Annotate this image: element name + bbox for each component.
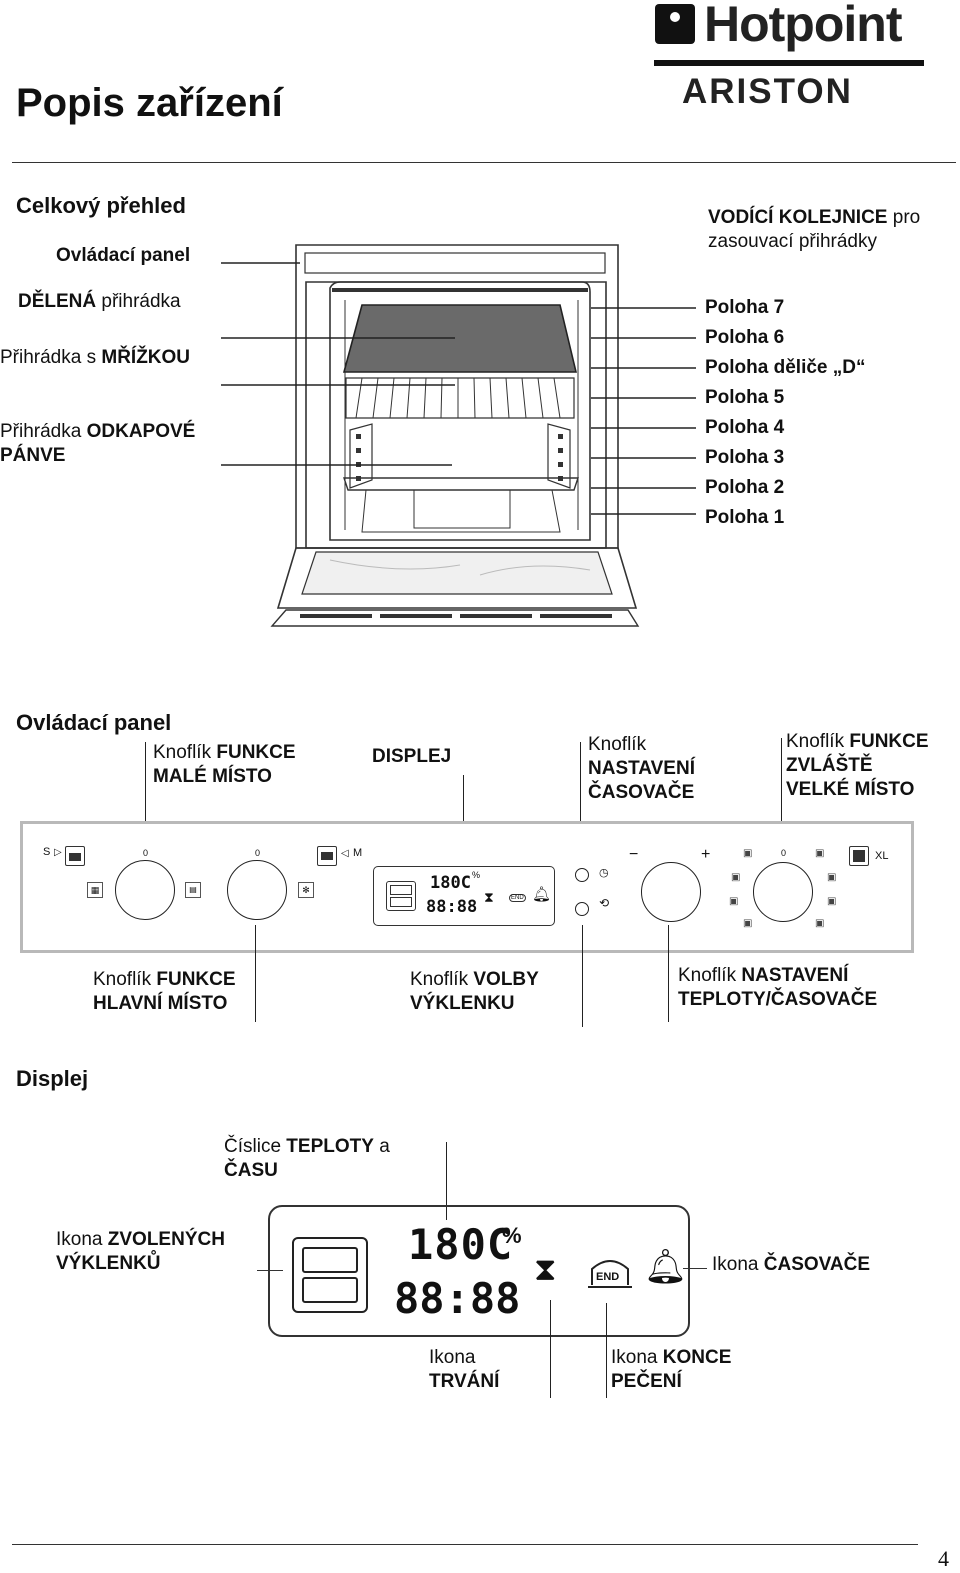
knob-main-cavity[interactable] [227,860,287,920]
lcd-temp: 180C [430,873,471,893]
hourglass-icon: ⧗ [534,1251,557,1287]
overview-heading: Celkový přehled [16,193,186,218]
oven-main-icon [317,846,337,866]
cavity-selected-icon [386,881,416,911]
display-heading: Displej [16,1066,89,1091]
clock-icon: ◷ [599,867,609,879]
label-control-panel: Ovládací panel [56,245,191,266]
plus-mark: + [701,846,711,863]
s-arrow-icon: ▷ [54,847,62,858]
lcd-percent: % [472,870,481,880]
leader-digits [446,1142,447,1220]
leader-xl [781,738,782,848]
brand-sub: ARISTON [682,72,853,111]
page-title: Popis zařízení [16,81,283,125]
bell-icon: 🔔︎ [644,1248,688,1286]
oven-xl-icon [849,846,869,866]
brand-name: Hotpoint [704,0,902,52]
position-divider: Poloha děliče „D“ [705,357,866,378]
leader-end [606,1303,607,1398]
control-panel-heading: Ovládací panel [16,710,172,735]
knob-small-cavity[interactable] [115,860,175,920]
page-number: 4 [938,1546,949,1571]
grill-icon: ▤ [185,882,201,898]
knob-xl-cavity[interactable] [753,862,813,922]
logo-bar [654,60,924,66]
label-divided-shelf: DĚLENÁ přihrádka [18,291,181,312]
position-7: Poloha 7 [705,297,785,318]
fan-icon: ✻ [298,882,314,898]
knob-temp-timer[interactable] [641,862,701,922]
position-2: Poloha 2 [705,477,785,498]
s-label: S [43,846,51,858]
xl-function-icons: ▣ ▣ ▣ ▣ ▣ ▣ ▣ ▣ [729,848,837,929]
label-timer-icon: Ikona ČASOVAČE [712,1254,871,1275]
position-1: Poloha 1 [705,507,785,528]
display-temp-digits: 180C [408,1220,514,1269]
leader-main [255,925,256,1022]
end-label: END [509,894,526,902]
bell-icon: 🔔︎ [532,886,552,903]
leader-temp [668,925,669,1022]
cavity-button-top[interactable] [575,868,589,882]
leader-small [145,742,146,842]
leader-cavities [257,1270,283,1271]
display-time-digits: 88:88 [394,1274,521,1323]
oven-illustration [221,244,696,627]
minus-mark: − [629,846,639,863]
cavity-selected-icon [292,1237,368,1313]
zero-mark: 0 [255,848,261,858]
cavity-button-bottom[interactable] [575,902,589,916]
display-percent: % [502,1223,522,1248]
leader-duration [550,1300,551,1398]
label-display: DISPLEJ [372,746,452,767]
position-6: Poloha 6 [705,327,785,348]
position-3: Poloha 3 [705,447,785,468]
leader-timer-icon [683,1268,707,1269]
display-large: 180C % 88:88 ⧗ END 🔔︎ [268,1205,690,1337]
brand-logo: Hotpoint ARISTON [652,0,927,112]
end-text: END [596,1271,620,1283]
xl-label: XL [875,850,889,862]
position-5: Poloha 5 [705,387,785,408]
m-label: M [353,847,363,859]
header-divider [12,162,956,163]
lcd-time: 88:88 [426,897,478,917]
hourglass-icon: ⧗ [484,889,494,905]
lcd-display: 180C % 88:88 ⧗ END 🔔︎ [373,866,555,926]
zero-mark: 0 [143,848,149,858]
control-panel: S ▷ ▦ 0 ▤ 0 ✻ ◁ M 180C % 88:88 ⧗ END 🔔︎ … [20,821,914,953]
leader-cavity [582,925,583,1027]
leader-display [463,775,464,857]
label-grid-shelf: Přihrádka s MŘÍŽKOU [0,347,191,368]
oven-top-icon [65,846,85,866]
leader-timer [580,742,581,860]
footer-divider [12,1544,918,1545]
zero-mark: 0 [781,848,787,858]
fan-icon: ▦ [87,882,103,898]
end-icon [588,1260,632,1288]
m-arrow-icon: ◁ [341,848,349,859]
cavity-cycle-icon: ⟲ [599,896,610,910]
position-4: Poloha 4 [705,417,785,438]
logo-square-icon [655,4,695,44]
